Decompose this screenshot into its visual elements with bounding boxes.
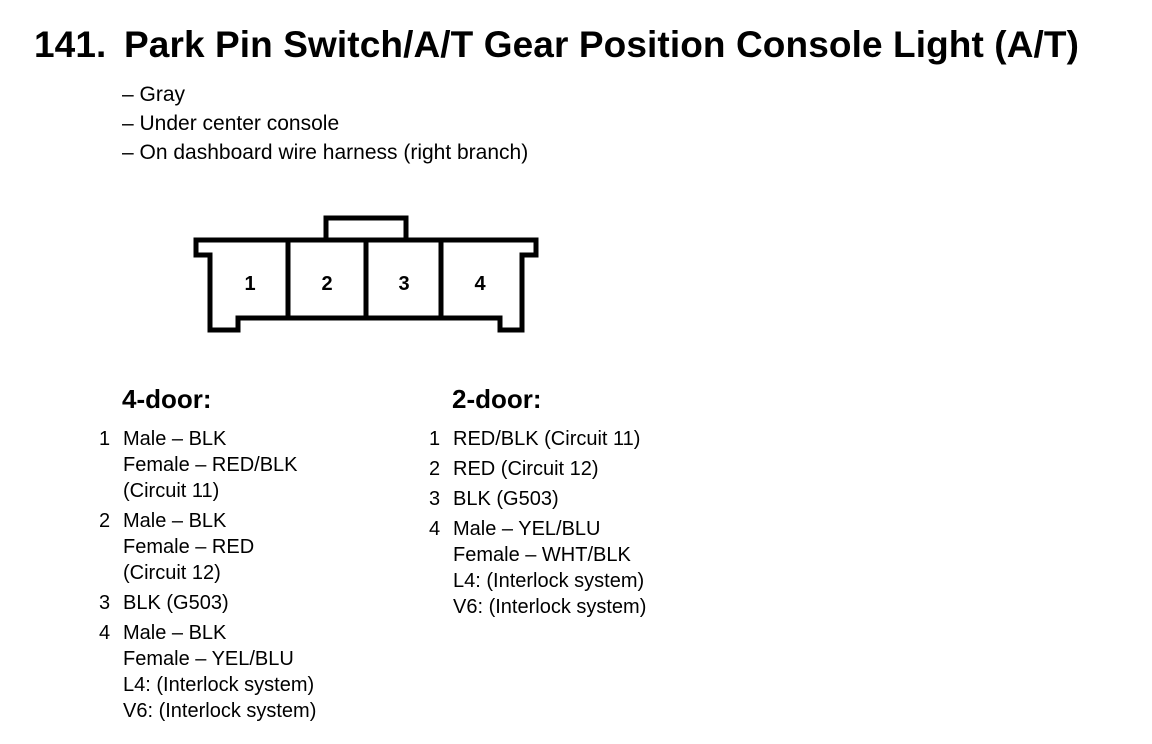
pin-line: V6: (Interlock system) xyxy=(123,700,317,722)
pin-number: 1 xyxy=(99,428,111,450)
pin-line: V6: (Interlock system) xyxy=(453,596,647,618)
info-harness: – On dashboard wire harness (right branc… xyxy=(122,141,529,164)
list-item: 3 BLK (G503) xyxy=(99,590,316,616)
title-text: Park Pin Switch/A/T Gear Position Consol… xyxy=(124,24,1080,65)
list-item: 2 RED (Circuit 12) xyxy=(429,456,646,482)
section-number: 141. xyxy=(34,24,107,65)
terminal-1-label: 1 xyxy=(244,273,255,295)
two-door-heading: 2-door: xyxy=(452,384,542,414)
pin-line: Male – BLK xyxy=(123,622,227,644)
list-item: 3 BLK (G503) xyxy=(429,486,646,512)
pin-number: 4 xyxy=(99,622,111,644)
list-item: 2 Male – BLK Female – RED (Circuit 12) xyxy=(99,508,316,586)
connector-lock-tab xyxy=(323,215,409,243)
pin-line: L4: (Interlock system) xyxy=(123,674,315,696)
page-title: 141. Park Pin Switch/A/T Gear Position Co… xyxy=(34,24,1079,66)
list-item: 4 Male – YEL/BLU Female – WHT/BLK L4: (I… xyxy=(429,516,646,620)
pin-line: Male – BLK xyxy=(123,510,227,532)
pin-line: Female – YEL/BLU xyxy=(123,648,294,670)
info-location: – Under center console xyxy=(122,112,340,135)
connector-info-list: – Gray – Under center console – On dashb… xyxy=(122,80,528,167)
list-item: 1 Male – BLK Female – RED/BLK (Circuit 1… xyxy=(99,426,316,504)
pin-line: (Circuit 11) xyxy=(123,480,220,502)
four-door-pin-list: 1 Male – BLK Female – RED/BLK (Circuit 1… xyxy=(99,426,316,728)
pin-line: BLK (G503) xyxy=(453,488,559,510)
pin-line: RED (Circuit 12) xyxy=(453,458,599,480)
pin-line: Male – YEL/BLU xyxy=(453,518,601,540)
pin-number: 2 xyxy=(429,458,441,480)
pin-line: (Circuit 12) xyxy=(123,562,221,584)
terminal-3-label: 3 xyxy=(398,273,409,295)
connector-housing xyxy=(193,237,539,333)
pin-line: Female – RED xyxy=(123,536,255,558)
pin-number: 3 xyxy=(99,592,111,614)
pin-number: 3 xyxy=(429,488,441,510)
list-item: 4 Male – BLK Female – YEL/BLU L4: (Inter… xyxy=(99,620,316,724)
pin-line: BLK (G503) xyxy=(123,592,229,614)
four-door-heading: 4-door: xyxy=(122,384,212,414)
pin-line: Male – BLK xyxy=(123,428,227,450)
pin-line: RED/BLK (Circuit 11) xyxy=(453,428,641,450)
connector-diagram: 1 2 3 4 xyxy=(193,215,539,333)
terminal-4-label: 4 xyxy=(474,273,486,295)
two-door-pin-list: 1 RED/BLK (Circuit 11) 2 RED (Circuit 12… xyxy=(429,426,646,624)
list-item: 1 RED/BLK (Circuit 11) xyxy=(429,426,646,452)
pin-number: 1 xyxy=(429,428,441,450)
terminal-2-label: 2 xyxy=(321,273,332,295)
pin-line: Female – WHT/BLK xyxy=(453,544,631,566)
pin-number: 2 xyxy=(99,510,111,532)
pin-line: Female – RED/BLK xyxy=(123,454,298,476)
pin-line: L4: (Interlock system) xyxy=(453,570,645,592)
info-color: – Gray xyxy=(122,83,186,106)
pin-number: 4 xyxy=(429,518,441,540)
